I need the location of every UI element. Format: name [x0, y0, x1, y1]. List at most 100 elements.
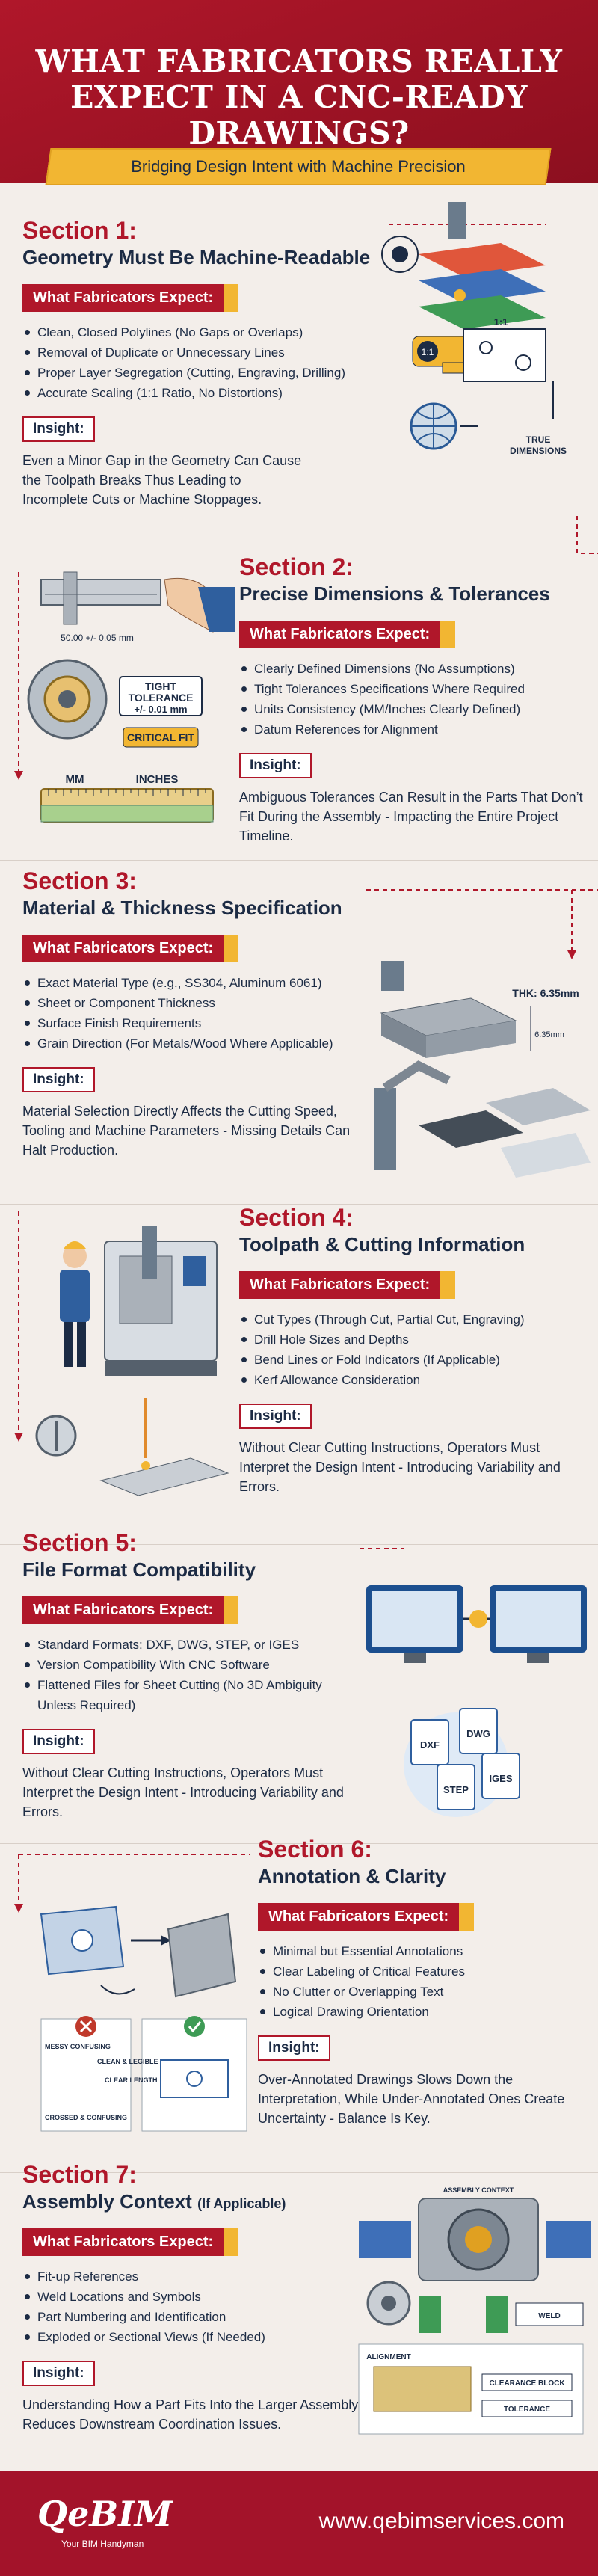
insight-text: Even a Minor Gap in the Geometry Can Cau… — [22, 453, 302, 507]
list-item: Fit-up References — [22, 2266, 366, 2287]
expect-label: What Fabricators Expect: — [239, 1271, 456, 1299]
list-item: Flattened Files for Sheet Cutting (No 3D… — [22, 1675, 336, 1715]
section-5-illustration: DXF DWG STEP IGES — [359, 1548, 587, 1817]
footer: QeBIM Your BIM Handyman www.qebimservice… — [0, 2471, 598, 2576]
section-subtitle: Material & Thickness Specification — [22, 897, 342, 919]
section-title: Section 7: — [22, 2161, 137, 2188]
crossed-label: CROSSED & CONFUSING — [45, 2114, 127, 2121]
messy-label: MESSY CONFUSING — [45, 2043, 111, 2050]
website-link[interactable]: www.qebimservices.com — [318, 2509, 564, 2533]
list-item: Sheet or Component Thickness — [22, 993, 374, 1013]
insight-label: Insight: — [22, 416, 95, 442]
list-item: Exact Material Type (e.g., SS304, Alumin… — [22, 973, 374, 993]
section-title: Section 4: — [239, 1204, 354, 1231]
list-item: Datum References for Alignment — [239, 719, 591, 740]
list-item: Proper Layer Segregation (Cutting, Engra… — [22, 363, 396, 383]
tolerance-tag: TOLERANCE — [504, 2406, 550, 2414]
page-title: WHAT FABRICATORS REALLY EXPECT IN A CNC-… — [0, 43, 598, 151]
divider — [0, 860, 598, 861]
section-title: Section 1: — [22, 217, 137, 244]
clear-length-label: CLEAR LENGTH — [105, 2077, 158, 2084]
mm-label: MM — [66, 773, 84, 786]
step-label: STEP — [443, 1784, 469, 1795]
list-item: Drill Hole Sizes and Depths — [239, 1330, 591, 1350]
insight-label: Insight: — [239, 1404, 312, 1429]
list-item: Clear Labeling of Critical Features — [258, 1961, 594, 1982]
dimensions-label: DIMENSIONS — [510, 446, 567, 456]
section-title: Section 6: — [258, 1836, 372, 1863]
section-2-illustration: 50.00 +/- 0.05 mm TIGHT TOLERANCE +/- 0.… — [14, 571, 235, 823]
expect-list: Minimal but Essential Annotations Clear … — [258, 1941, 594, 2022]
list-item: Kerf Allowance Consideration — [239, 1370, 591, 1390]
section-5: Section 5: File Format Compatibility Wha… — [22, 1529, 374, 1822]
expect-list: Cut Types (Through Cut, Partial Cut, Eng… — [239, 1309, 591, 1390]
list-item: Weld Locations and Symbols — [22, 2287, 366, 2307]
list-item: Clean, Closed Polylines (No Gaps or Over… — [22, 322, 396, 342]
tolerance-value: +/- 0.01 mm — [134, 704, 187, 715]
divider — [0, 1843, 598, 1844]
section-3: Section 3: Material & Thickness Specific… — [22, 867, 374, 1160]
section-subtitle: Toolpath & Cutting Information — [239, 1233, 525, 1255]
expect-list: Exact Material Type (e.g., SS304, Alumin… — [22, 973, 374, 1054]
dxf-label: DXF — [420, 1739, 440, 1750]
insight-label: Insight: — [22, 1729, 95, 1754]
list-item: Version Compatibility With CNC Software — [22, 1655, 336, 1675]
inches-label: INCHES — [136, 773, 179, 786]
alignment-label: ALIGNMENT — [366, 2353, 410, 2361]
section-6: Section 6: Annotation & Clarity What Fab… — [258, 1836, 594, 2128]
insight-text: Material Selection Directly Affects the … — [22, 1104, 351, 1158]
section-subtitle: Annotation & Clarity — [258, 1865, 446, 1887]
section-2: Section 2: Precise Dimensions & Toleranc… — [239, 553, 591, 846]
banner-text: Bridging Design Intent with Machine Prec… — [131, 157, 466, 176]
insight-label: Insight: — [22, 2361, 95, 2386]
section-subtitle: Assembly Context — [22, 2190, 192, 2213]
insight-text: Without Clear Cutting Instructions, Oper… — [22, 1765, 344, 1819]
section-1-illustration: 1:1 1:1 TRUE DIMENSIONS — [381, 202, 598, 554]
section-subtitle: Geometry Must Be Machine-Readable — [22, 246, 371, 268]
divider — [0, 1204, 598, 1205]
subtitle-note: (If Applicable) — [197, 2196, 286, 2211]
tolerance-label: TOLERANCE — [129, 692, 194, 704]
section-subtitle: File Format Compatibility — [22, 1558, 256, 1581]
expect-list: Standard Formats: DXF, DWG, STEP, or IGE… — [22, 1635, 336, 1715]
list-item: Surface Finish Requirements — [22, 1013, 374, 1033]
insight-text: Ambiguous Tolerances Can Result in the P… — [239, 790, 583, 843]
insight-label: Insight: — [258, 2035, 330, 2061]
list-item: No Clutter or Overlapping Text — [258, 1982, 594, 2002]
section-6-illustration: MESSY CONFUSING CLEAN & LEGIBLE CLEAR LE… — [14, 1854, 250, 2132]
dimension-label: 6.35mm — [534, 1030, 564, 1039]
iges-label: IGES — [489, 1773, 512, 1784]
list-item: Standard Formats: DXF, DWG, STEP, or IGE… — [22, 1635, 336, 1655]
scale-label: 1:1 — [422, 347, 434, 357]
expect-label: What Fabricators Expect: — [22, 1596, 239, 1624]
tight-label: TIGHT — [145, 680, 176, 692]
list-item: Cut Types (Through Cut, Partial Cut, Eng… — [239, 1309, 591, 1330]
section-title: Section 5: — [22, 1529, 137, 1556]
insight-text: Over-Annotated Drawings Slows Down the I… — [258, 2072, 565, 2126]
weld-label: WELD — [538, 2312, 560, 2320]
assembly-context-label: ASSEMBLY CONTEXT — [443, 2186, 514, 2194]
insight-text: Without Clear Cutting Instructions, Oper… — [239, 1440, 561, 1494]
expect-list: Clearly Defined Dimensions (No Assumptio… — [239, 659, 591, 740]
list-item: Exploded or Sectional Views (If Needed) — [22, 2327, 366, 2347]
list-item: Minimal but Essential Annotations — [258, 1941, 594, 1961]
section-4-illustration — [14, 1211, 229, 1496]
clean-label: CLEAN & LEGIBLE — [97, 2058, 158, 2065]
brand-tagline: Your BIM Handyman — [61, 2539, 144, 2549]
list-item: Bend Lines or Fold Indicators (If Applic… — [239, 1350, 591, 1370]
list-item: Units Consistency (MM/Inches Clearly Def… — [239, 699, 591, 719]
title-line-2: EXPECT IN A CNC-READY DRAWINGS? — [70, 79, 528, 151]
expect-list: Clean, Closed Polylines (No Gaps or Over… — [22, 322, 396, 403]
dwg-label: DWG — [466, 1728, 490, 1739]
expect-label: What Fabricators Expect: — [258, 1903, 475, 1931]
list-item: Clearly Defined Dimensions (No Assumptio… — [239, 659, 591, 679]
expect-label: What Fabricators Expect: — [239, 621, 456, 648]
caliper-label: 50.00 +/- 0.05 mm — [61, 633, 134, 643]
expect-list: Fit-up References Weld Locations and Sym… — [22, 2266, 366, 2347]
divider — [0, 2172, 598, 2173]
expect-label: What Fabricators Expect: — [22, 284, 239, 312]
scale-label-2: 1:1 — [494, 316, 508, 328]
section-subtitle: Precise Dimensions & Tolerances — [239, 582, 550, 605]
list-item: Part Numbering and Identification — [22, 2307, 366, 2327]
insight-label: Insight: — [239, 753, 312, 778]
